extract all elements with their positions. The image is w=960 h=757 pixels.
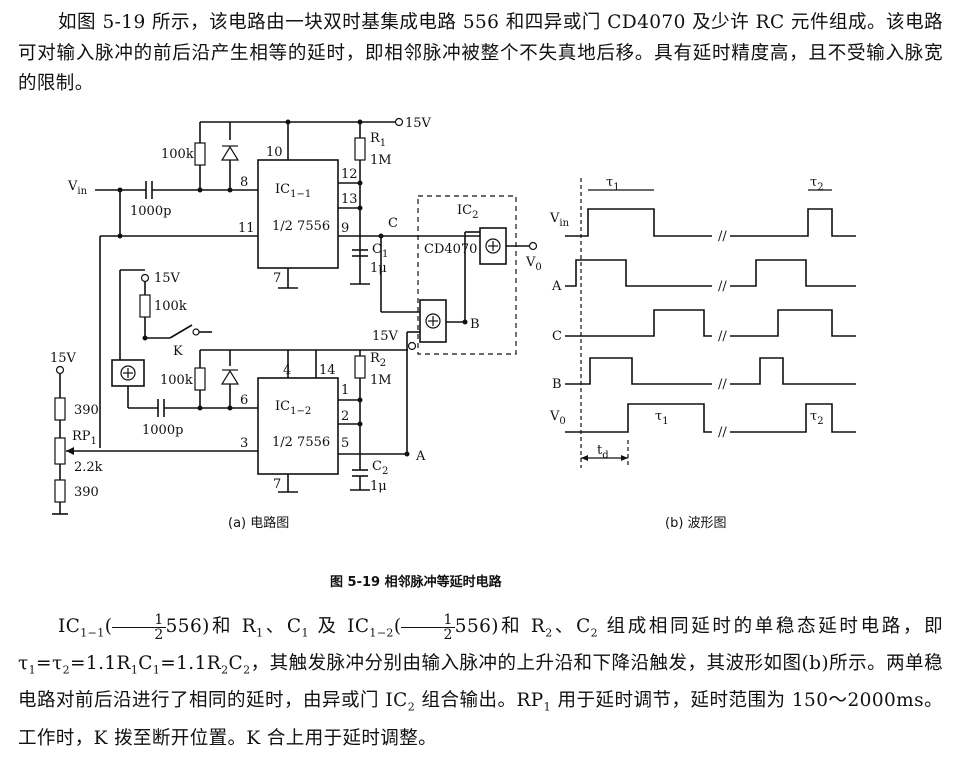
pin-10: 10	[266, 145, 283, 160]
r1-value: 1M	[370, 153, 392, 168]
tau1-top-label: τ1	[606, 175, 620, 193]
pin-9: 9	[341, 221, 349, 236]
svg-text://: //	[718, 229, 727, 244]
pin-6: 6	[240, 393, 248, 408]
ic1-2-box	[257, 377, 339, 475]
pin-1: 1	[341, 383, 349, 398]
v15-top-label: 15V	[405, 116, 432, 131]
vin-label: Vin	[67, 179, 88, 197]
wave-vo-1	[565, 403, 712, 433]
cap-1000p-top-label: 1000p	[130, 204, 171, 219]
ic2-label: IC2	[457, 203, 478, 221]
switch-k-label: K	[173, 344, 183, 359]
rp1-value: 2.2k	[74, 460, 103, 475]
pin-13: 13	[341, 192, 358, 207]
caption-b: (b) 波形图	[665, 516, 727, 531]
wave-vin-1	[565, 208, 712, 237]
v15-mid-label: 15V	[154, 271, 181, 286]
resistor-100k-switch	[139, 294, 151, 318]
wave-a-1	[565, 259, 712, 287]
r390-bot-label: 390	[74, 485, 99, 500]
c1-label: C1	[372, 242, 388, 260]
res-100k-switch-label: 100k	[154, 299, 187, 314]
wave-label-vo: V0	[549, 409, 566, 427]
figure-5-19: 15V 100k Vin 1000p IC1−1 1/2 7556 10 8 1…	[50, 116, 856, 590]
wave-vin-2	[730, 208, 856, 237]
pin-5: 5	[341, 436, 349, 451]
caption-a: (a) 电路图	[228, 515, 289, 531]
wave-a-2	[730, 259, 856, 287]
pin-2: 2	[341, 409, 349, 424]
v15-left-label: 15V	[50, 351, 77, 366]
wave-c-1	[565, 309, 712, 337]
ic1-2-half-label: 1/2 7556	[272, 435, 330, 450]
cd4070-label: CD4070	[424, 242, 477, 257]
c1-value: 1μ	[370, 261, 387, 276]
ic1-2-label: IC1−2	[275, 399, 311, 417]
wave-b-1	[565, 357, 712, 385]
pin-3: 3	[240, 436, 248, 451]
rp1-label: RP1	[72, 429, 97, 447]
pin-14: 14	[319, 363, 336, 378]
tau1-vo-label: τ1	[655, 409, 669, 427]
pin-4: 4	[283, 363, 291, 378]
pin-8: 8	[240, 175, 248, 190]
circuit-diagram: 15V 100k Vin 1000p IC1−1 1/2 7556 10 8 1…	[50, 116, 542, 531]
pin-7-top: 7	[273, 271, 281, 286]
wave-c-2	[730, 309, 856, 337]
resistor-100k-bot	[194, 367, 206, 391]
resistor-100k-top	[194, 142, 206, 166]
terminal-15v-top	[394, 117, 404, 127]
res-100k-top-label: 100k	[161, 147, 194, 162]
wave-b-2	[730, 357, 856, 385]
td-label: td	[597, 443, 609, 461]
cap-1000p-bot-label: 1000p	[142, 423, 183, 438]
ic1-1-half-label: 1/2 7556	[272, 219, 330, 234]
resistor-r2	[354, 355, 366, 379]
ic1-1-label: IC1−1	[275, 182, 311, 200]
node-a-label: A	[415, 449, 426, 464]
ic1-1-box	[257, 159, 339, 269]
r390-top-label: 390	[74, 403, 99, 418]
wave-label-c: C	[552, 329, 562, 344]
node-b-label: B	[470, 317, 480, 332]
resistor-390-bot	[54, 479, 66, 503]
wave-label-b: B	[552, 377, 562, 392]
xor-gate-in	[419, 299, 447, 343]
resistor-390-top	[54, 397, 66, 421]
tau2-top-label: τ2	[810, 175, 824, 193]
ic2-dashed-box	[417, 195, 517, 355]
potentiometer-rp1	[54, 437, 66, 465]
wave-label-a: A	[551, 279, 562, 294]
c2-value: 1μ	[370, 479, 387, 494]
resistor-r1	[354, 137, 366, 161]
pin-11: 11	[238, 221, 255, 236]
v15-ic12-label: 15V	[372, 329, 399, 344]
pin-12: 12	[341, 167, 358, 182]
tau2-vo-label: τ2	[810, 409, 824, 427]
r2-label: R2	[370, 351, 386, 369]
node-c-label: C	[388, 216, 398, 231]
c2-label: C2	[372, 459, 388, 477]
waveform-diagram: Vin // τ1 τ2 A // C // B // V0 // τ1 τ2 …	[549, 175, 856, 531]
r1-label: R1	[370, 131, 386, 149]
wave-vo-2	[730, 403, 856, 433]
intro-paragraph: 如图 5-19 所示，该电路由一块双时基集成电路 556 和四异或门 CD407…	[18, 12, 943, 94]
diode-top	[220, 145, 240, 161]
svg-text://: //	[718, 425, 727, 440]
r2-value: 1M	[370, 373, 392, 388]
diode-bot	[220, 369, 240, 385]
pin-7-bot: 7	[273, 477, 281, 492]
wave-label-vin: Vin	[549, 211, 570, 229]
figure-caption: 图 5-19 相邻脉冲等延时电路	[330, 574, 503, 590]
svg-text://: //	[718, 279, 727, 294]
svg-text://: //	[718, 377, 727, 392]
res-100k-bot-label: 100k	[160, 373, 193, 388]
vo-label: V0	[525, 255, 542, 273]
svg-text://: //	[718, 329, 727, 344]
